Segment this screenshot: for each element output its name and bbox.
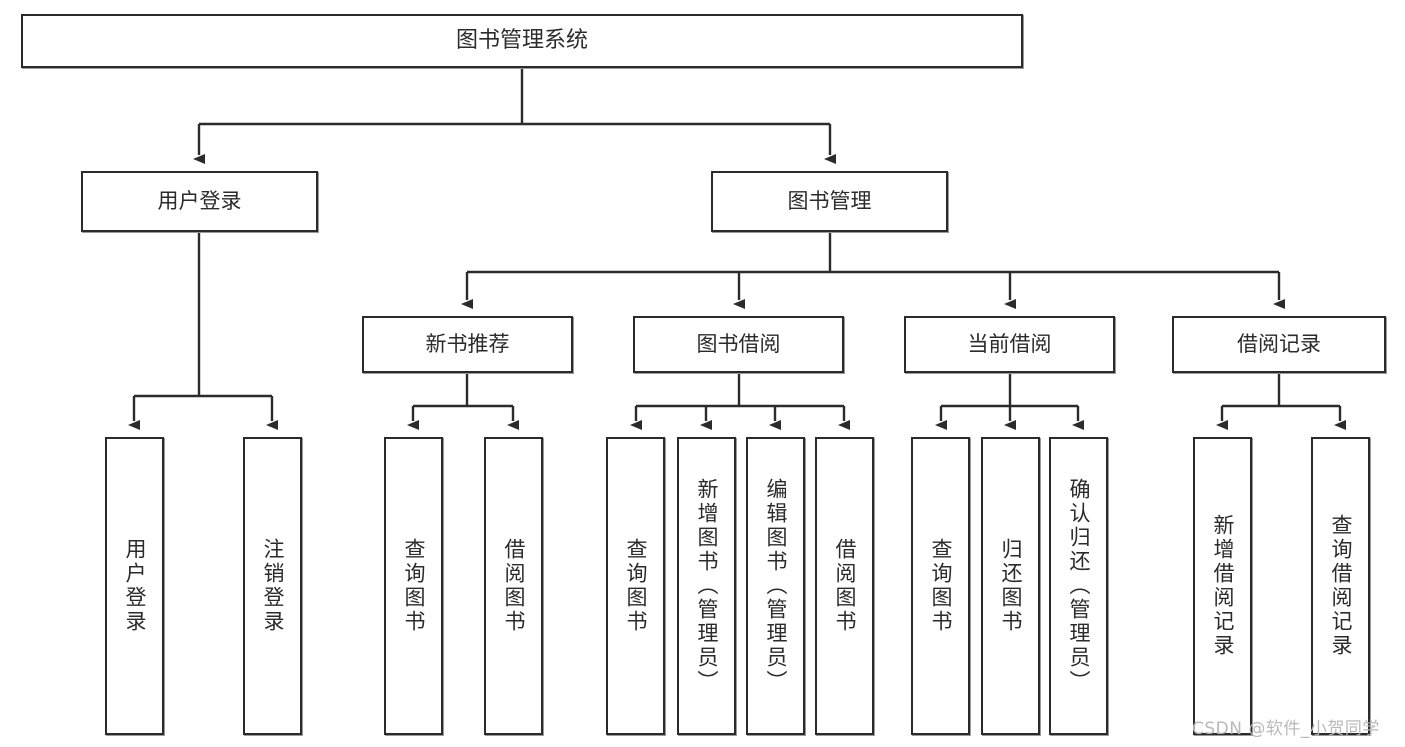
node-book-manage-label: 图书管理 [787,189,872,214]
node-leaf-borrow-book-1[interactable]: 借阅图书 [484,437,543,735]
node-leaf-query-book-2-label: 查询图书 [624,538,648,634]
node-leaf-add-record[interactable]: 新增借阅记录 [1193,437,1252,735]
node-leaf-borrow-book-2[interactable]: 借阅图书 [815,437,874,735]
node-book-borrow-label: 图书借阅 [696,332,781,357]
node-leaf-edit-book[interactable]: 编辑图书（管理员） [746,437,805,735]
node-leaf-query-book-3[interactable]: 查询图书 [911,437,970,735]
node-borrow-record-label: 借阅记录 [1237,332,1321,357]
node-leaf-user-login[interactable]: 用户登录 [105,437,164,735]
node-leaf-add-book[interactable]: 新增图书（管理员） [677,437,736,735]
node-leaf-query-book-2[interactable]: 查询图书 [606,437,665,735]
node-leaf-query-record-label: 查询借阅记录 [1329,514,1353,658]
node-leaf-return-book[interactable]: 归还图书 [981,437,1040,735]
node-current-borrow[interactable]: 当前借阅 [904,316,1115,373]
node-leaf-query-book-1-label: 查询图书 [402,538,426,634]
node-user-login-label: 用户登录 [157,189,242,214]
node-book-borrow[interactable]: 图书借阅 [633,316,844,373]
node-leaf-add-book-label: 新增图书（管理员） [695,478,719,694]
node-leaf-logout-login[interactable]: 注销登录 [243,437,302,735]
node-leaf-query-book-3-label: 查询图书 [929,538,953,634]
node-new-book-recommend[interactable]: 新书推荐 [362,316,573,373]
node-leaf-user-login-label: 用户登录 [123,538,147,634]
node-root-label: 图书管理系统 [455,28,588,54]
node-leaf-edit-book-label: 编辑图书（管理员） [764,478,788,694]
node-leaf-query-record[interactable]: 查询借阅记录 [1311,437,1370,735]
node-current-borrow-label: 当前借阅 [967,332,1052,357]
node-leaf-add-record-label: 新增借阅记录 [1211,514,1235,658]
node-leaf-query-book-1[interactable]: 查询图书 [384,437,443,735]
node-root[interactable]: 图书管理系统 [21,14,1023,68]
node-leaf-confirm-return[interactable]: 确认归还（管理员） [1049,437,1108,735]
node-leaf-logout-login-label: 注销登录 [261,538,285,634]
node-book-manage[interactable]: 图书管理 [711,171,948,232]
node-leaf-confirm-return-label: 确认归还（管理员） [1067,478,1091,694]
node-leaf-return-book-label: 归还图书 [999,538,1023,634]
node-leaf-borrow-book-1-label: 借阅图书 [502,538,526,634]
node-leaf-borrow-book-2-label: 借阅图书 [833,538,857,634]
node-new-book-recommend-label: 新书推荐 [425,332,510,357]
node-borrow-record[interactable]: 借阅记录 [1172,316,1386,373]
node-user-login[interactable]: 用户登录 [81,171,318,232]
